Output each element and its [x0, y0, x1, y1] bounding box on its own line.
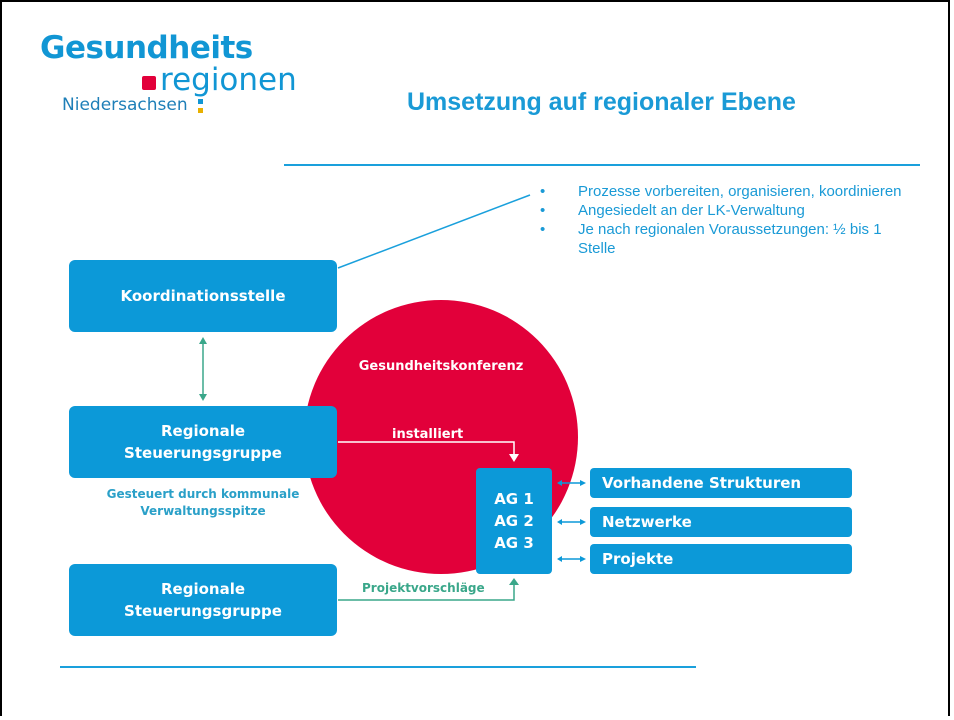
koordinationsstelle-label: Koordinationsstelle — [120, 287, 286, 305]
steuerungsgruppe-box-1: Regionale Steuerungsgruppe — [69, 406, 337, 478]
bottom-rule — [60, 666, 696, 668]
ag-item: AG 2 — [494, 512, 534, 530]
logo-dot-blue — [198, 99, 203, 104]
callout-line — [337, 194, 531, 269]
bullet-list: Prozesse vorbereiten, organisieren, koor… — [534, 182, 914, 258]
netzwerke-box: Netzwerke — [590, 507, 852, 537]
arrow-right-icon — [580, 519, 586, 525]
logo-regionen: regionen — [160, 62, 297, 98]
projekte-box: Projekte — [590, 544, 852, 574]
bullet-item: Je nach regionalen Voraussetzungen: ½ bi… — [534, 220, 914, 258]
steuerungsgruppe-line2: Steuerungsgruppe — [124, 444, 282, 462]
projektvorschlaege-arrow-icon — [509, 578, 519, 585]
logo-niedersachsen: Niedersachsen — [62, 95, 188, 115]
projektvorschlaege-line — [338, 585, 515, 601]
ag-box: AG 1 AG 2 AG 3 — [476, 468, 552, 574]
arrow-down-icon — [199, 394, 207, 401]
slide-title: Umsetzung auf regionaler Ebene — [407, 88, 796, 116]
installiert-line — [338, 441, 515, 454]
arrow-left-icon — [557, 556, 562, 562]
gesundheitskonferenz-label: Gesundheitskonferenz — [358, 359, 524, 374]
gesteuert-line1: Gesteuert durch kommunale — [106, 487, 300, 501]
title-rule — [284, 164, 920, 166]
gesteuert-caption: Gesteuert durch kommunale Verwaltungsspi… — [69, 486, 337, 520]
logo-gesundheits: Gesundheits — [40, 30, 253, 66]
ag-item: AG 1 — [494, 490, 534, 508]
koordinationsstelle-box: Koordinationsstelle — [69, 260, 337, 332]
arrow-up-icon — [199, 337, 207, 344]
logo-dot-yellow — [198, 108, 203, 113]
installiert-label: installiert — [392, 427, 464, 442]
steuerungsgruppe-line2: Steuerungsgruppe — [124, 602, 282, 620]
bullet-item: Angesiedelt an der LK-Verwaltung — [534, 201, 914, 220]
arrow-right-icon — [580, 480, 586, 486]
projektvorschlaege-label: Projektvorschläge — [362, 581, 485, 595]
arrow-right-icon — [580, 556, 586, 562]
steuerungsgruppe-line1: Regionale — [160, 422, 246, 440]
arrow-left-icon — [557, 519, 562, 525]
arrow-left-icon — [557, 480, 562, 486]
vorhandene-strukturen-box: Vorhandene Strukturen — [590, 468, 852, 498]
installiert-arrow-icon — [509, 454, 519, 462]
ag-item: AG 3 — [494, 534, 534, 552]
gesteuert-line2: Verwaltungsspitze — [140, 504, 266, 518]
bullet-item: Prozesse vorbereiten, organisieren, koor… — [534, 182, 914, 201]
lower-saxony-crest-icon — [142, 76, 156, 90]
steuerungsgruppe-box-2: Regionale Steuerungsgruppe — [69, 564, 337, 636]
steuerungsgruppe-line1: Regionale — [160, 580, 246, 598]
